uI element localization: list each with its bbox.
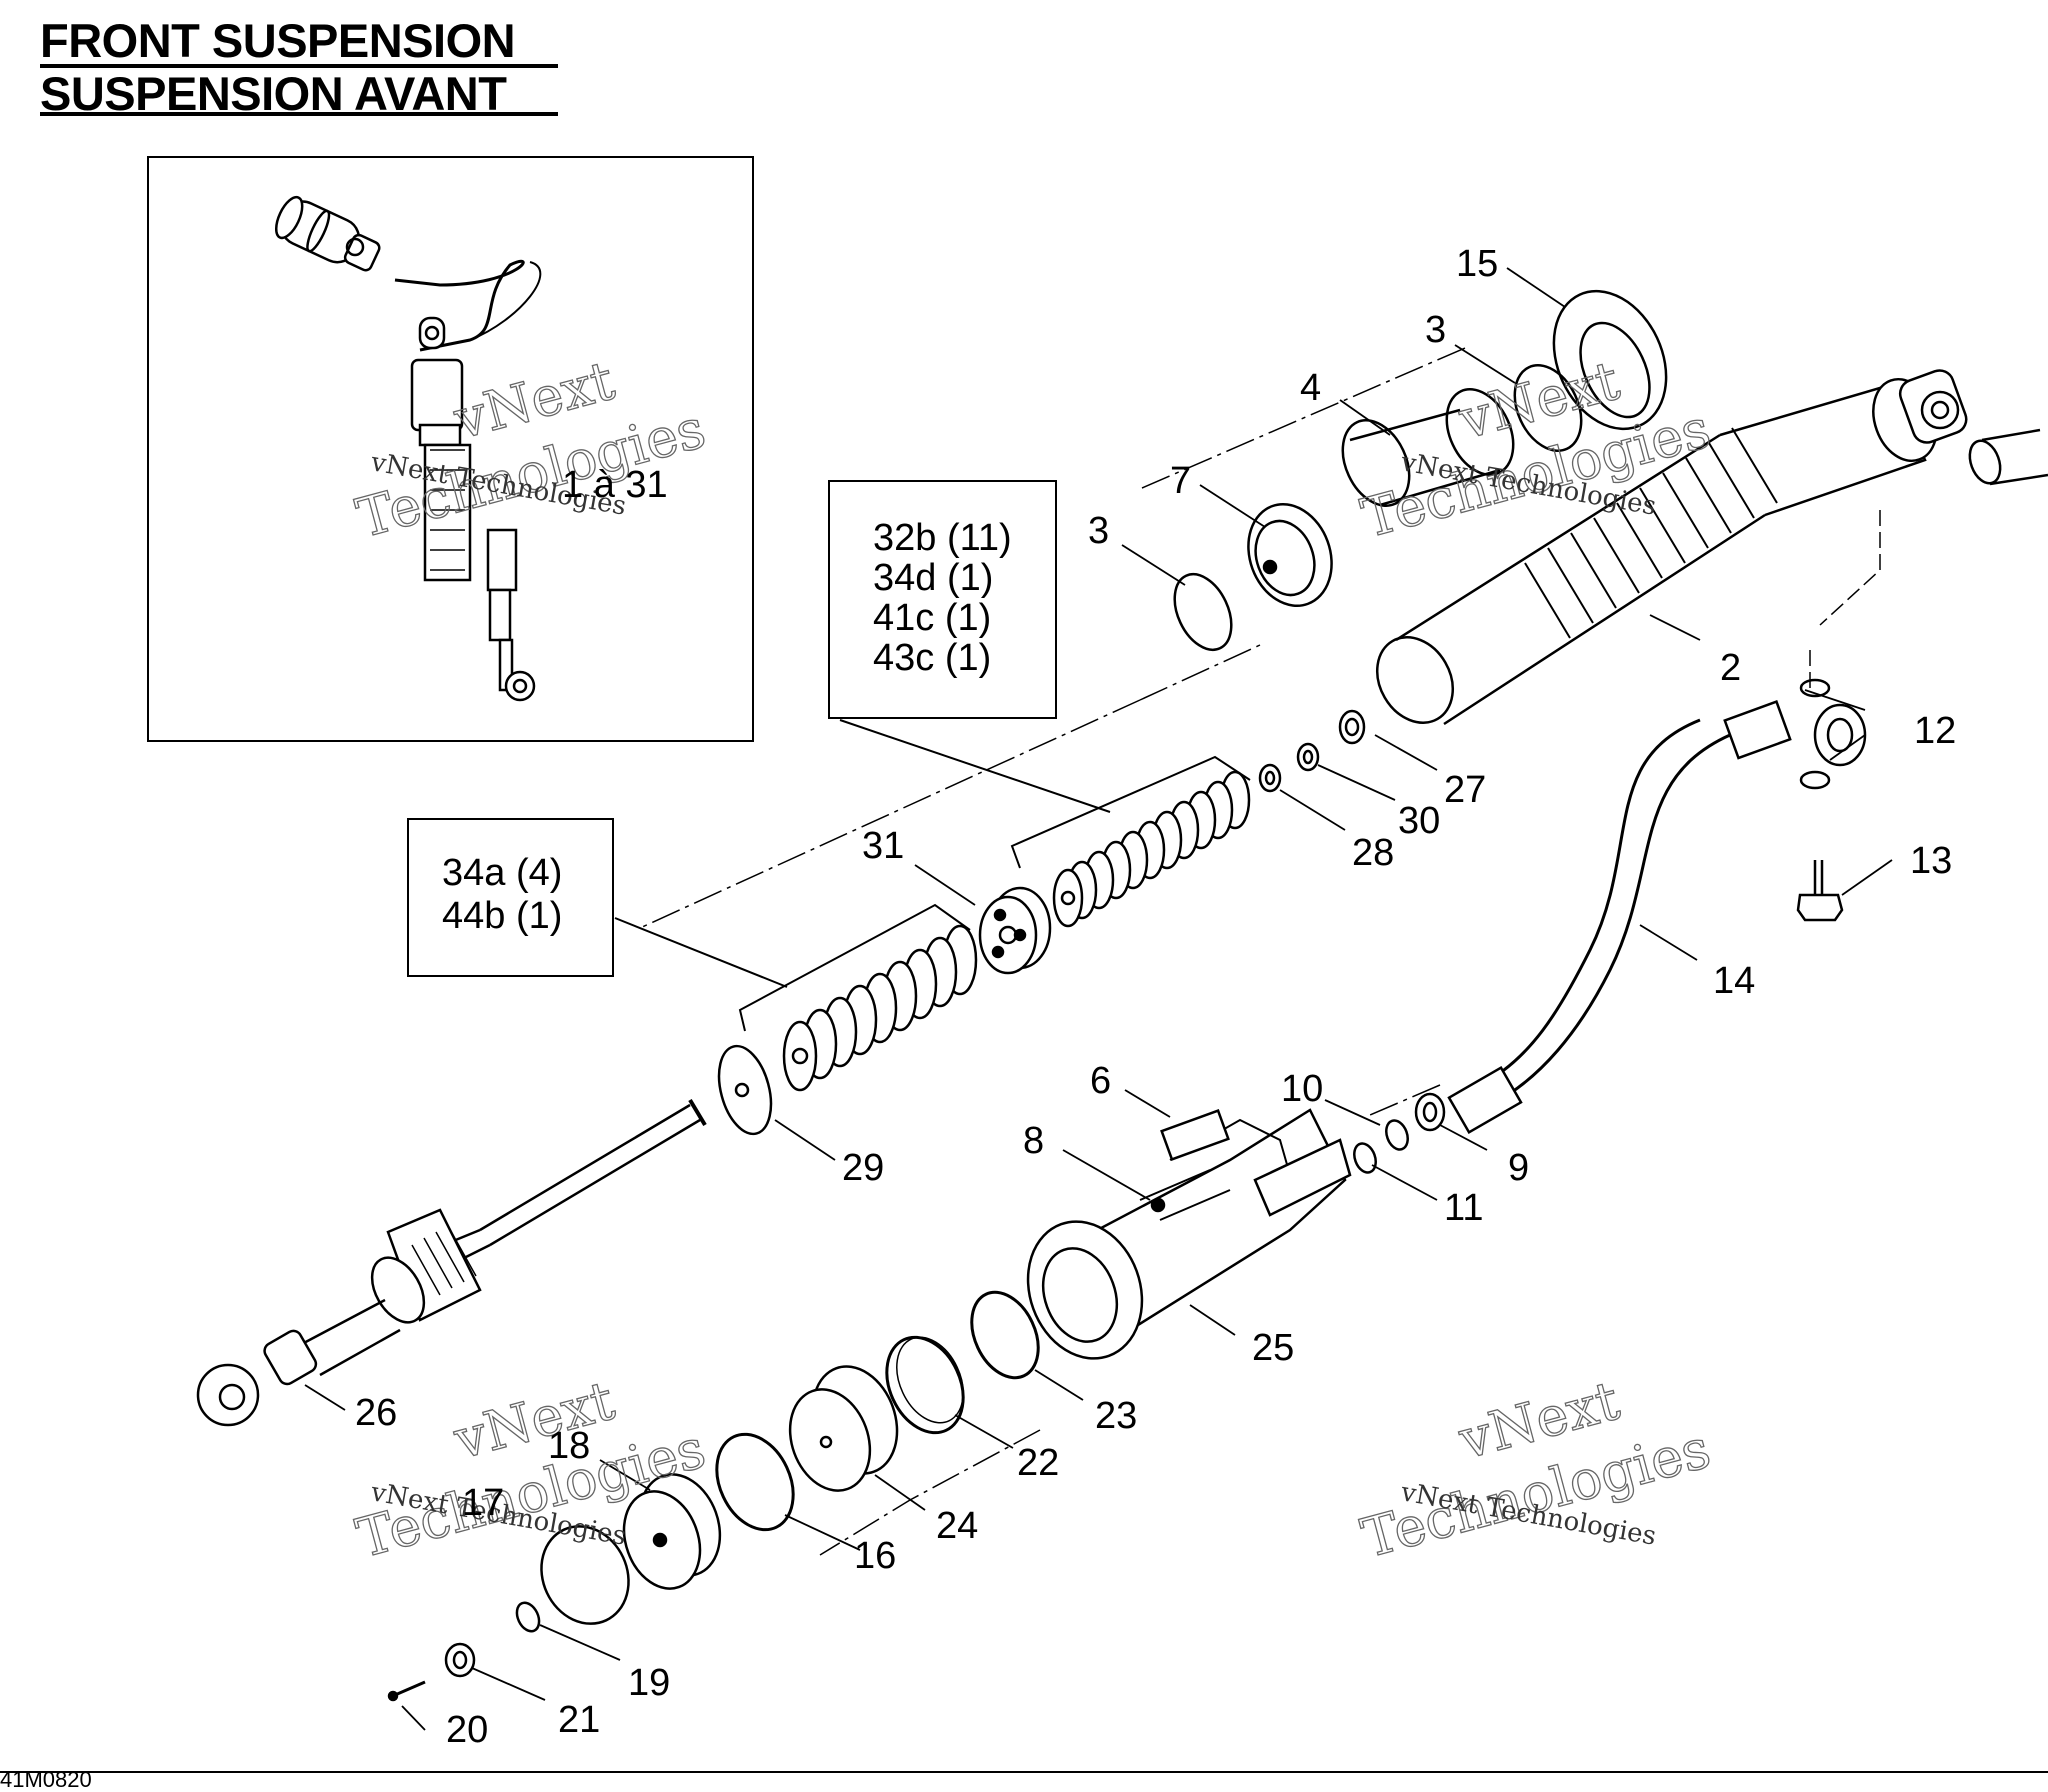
part-26-shaft: [196, 1098, 707, 1427]
part-23-oring: [970, 1290, 1040, 1380]
part-3-ring-lower: [1173, 572, 1233, 652]
callout-labels: 1 à 31 32b (11) 34d (1) 41c (1) 43c (1) …: [355, 243, 1956, 1751]
callout-15: 15: [1456, 243, 1498, 285]
callout-30: 30: [1398, 800, 1440, 842]
shim-stack-lower: [782, 924, 978, 1092]
part-29-washer: [717, 1044, 773, 1136]
title-french: SUSPENSION AVANT: [40, 67, 507, 120]
callout-31: 31: [862, 825, 904, 867]
kit-label: 44b (1): [442, 895, 562, 937]
part-14-hose: [1447, 700, 1867, 1135]
callout-6: 6: [1090, 1060, 1111, 1102]
callout-24: 24: [936, 1505, 978, 1547]
inset-view: [147, 156, 754, 742]
title-underline: [40, 112, 558, 116]
part-24-cap: [788, 1365, 899, 1492]
callout-29: 29: [842, 1147, 884, 1189]
part-4-sleeve: [1341, 388, 1515, 507]
bushing: [1968, 428, 2048, 486]
title-underline: [40, 64, 558, 68]
callout-21: 21: [558, 1699, 600, 1741]
part-12-seals: [1799, 678, 1831, 790]
callout-19: 19: [628, 1662, 670, 1704]
drawing-code: 41M0820: [0, 1767, 92, 1792]
callout-26: 26: [355, 1392, 397, 1434]
part-28-washer: [1258, 763, 1282, 793]
callout-2: 2: [1720, 647, 1741, 689]
callout-10: 10: [1281, 1068, 1323, 1110]
shock-body: [1376, 369, 1968, 726]
callout-4: 4: [1300, 367, 1321, 409]
kit-label: 34d (1): [873, 557, 993, 599]
callout-13: 13: [1910, 840, 1952, 882]
leader-lines: [304, 267, 1893, 1731]
kit-box-upper: [828, 480, 1111, 813]
callout-11: 11: [1444, 1187, 1483, 1229]
callout-23: 23: [1095, 1395, 1137, 1437]
shim-stack-upper: [1052, 770, 1251, 928]
part-13-bolt: [1796, 860, 1844, 922]
part-7-piston: [1247, 503, 1333, 607]
part-19-ring: [515, 1601, 541, 1633]
callout-9: 9: [1508, 1147, 1529, 1189]
kit-label: 32b (11): [873, 517, 1012, 559]
callout-22: 22: [1017, 1442, 1059, 1484]
part-25-reservoir: [1026, 1108, 1352, 1360]
callout-3: 3: [1425, 309, 1446, 351]
part-10-ring: [1385, 1119, 1409, 1151]
part-18-cap: [622, 1473, 722, 1590]
part-21-nut: [444, 1642, 476, 1678]
part-15-cover: [1552, 289, 1668, 431]
callout-3: 3: [1088, 510, 1109, 552]
part-16-oring: [715, 1432, 795, 1532]
part-17-ring: [540, 1525, 630, 1625]
callout-25: 25: [1252, 1327, 1294, 1369]
part-31-piston: [978, 886, 1052, 975]
part-27-nut: [1338, 709, 1366, 745]
callout-8: 8: [1023, 1120, 1044, 1162]
callout-7: 7: [1170, 460, 1191, 502]
title-english: FRONT SUSPENSION: [40, 14, 516, 67]
kit-label: 43c (1): [873, 637, 991, 679]
kit-label: 34a (4): [442, 852, 562, 894]
bottom-rule: [0, 1771, 2048, 1773]
part-11-ring: [1353, 1142, 1377, 1174]
callout-12: 12: [1914, 710, 1956, 752]
callout-28: 28: [1352, 832, 1394, 874]
part-3-ring: [1513, 364, 1583, 452]
part-22-ring: [885, 1335, 965, 1435]
callout-20: 20: [446, 1709, 488, 1751]
kit-box-lower: [407, 818, 788, 988]
callout-27: 27: [1444, 769, 1486, 811]
part-30-washer: [1296, 742, 1320, 772]
callout-14: 14: [1713, 960, 1755, 1002]
inset-range-label: 1 à 31: [562, 464, 668, 506]
callout-18: 18: [548, 1425, 590, 1467]
kit-label: 41c (1): [873, 597, 991, 639]
callout-17: 17: [462, 1482, 504, 1524]
part-9-nut: [1414, 1092, 1446, 1132]
part-20-screw: [387, 1680, 426, 1702]
callout-16: 16: [854, 1535, 896, 1577]
